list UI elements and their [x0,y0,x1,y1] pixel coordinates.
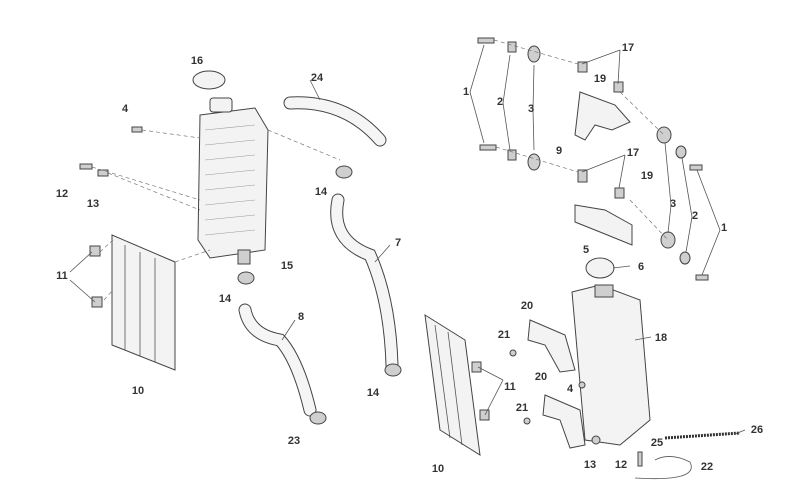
callout: 19 [641,170,653,182]
callout: 2 [692,210,698,222]
callout: 13 [584,459,596,471]
bracket-9 [574,91,631,141]
callout: 8 [298,311,304,323]
callout: 14 [367,387,380,399]
callout: 12 [615,459,627,471]
callout: 20 [535,371,547,383]
callout: 23 [288,435,300,447]
callout: 3 [670,198,676,210]
radiator-cap-16 [192,70,226,90]
radiator-left [197,97,269,265]
bracket-5 [574,204,633,246]
callout: 14 [219,293,232,305]
callout: 17 [622,42,634,54]
callout: 19 [594,73,606,85]
callout: 25 [651,437,663,449]
callout: 15 [281,260,293,272]
callout: 4 [122,103,129,115]
callout: 5 [583,244,589,256]
callout: 10 [132,385,144,397]
callout: 21 [498,329,510,341]
callout: 17 [627,147,639,159]
bolt-1-top [477,37,495,44]
callout-labels: 16 24 4 12 13 14 7 11 15 14 8 10 14 23 1… [56,42,763,475]
coolant-reservoir-18 [571,284,651,446]
louver-left-10 [111,234,176,371]
callout: 9 [556,145,562,157]
callout: 24 [311,72,324,84]
callout: 11 [504,381,516,393]
callout: 21 [516,402,528,414]
callout: 26 [751,424,763,436]
louver-right-10 [424,314,481,456]
callout: 1 [463,86,469,98]
callout: 16 [191,55,203,67]
callout: 10 [432,463,444,475]
callout: 2 [497,96,503,108]
callout: 3 [528,103,534,115]
callout: 12 [56,188,68,200]
callout: 11 [56,270,68,282]
callout: 18 [655,332,667,344]
callout: 22 [701,461,713,473]
callout: 13 [87,198,99,210]
callout: 7 [395,237,401,249]
callout: 20 [521,300,533,312]
callout: 6 [638,261,644,273]
callout: 4 [567,383,574,395]
reservoir-cap-6 [585,257,615,279]
callout: 14 [315,186,328,198]
callout: 1 [721,222,727,234]
